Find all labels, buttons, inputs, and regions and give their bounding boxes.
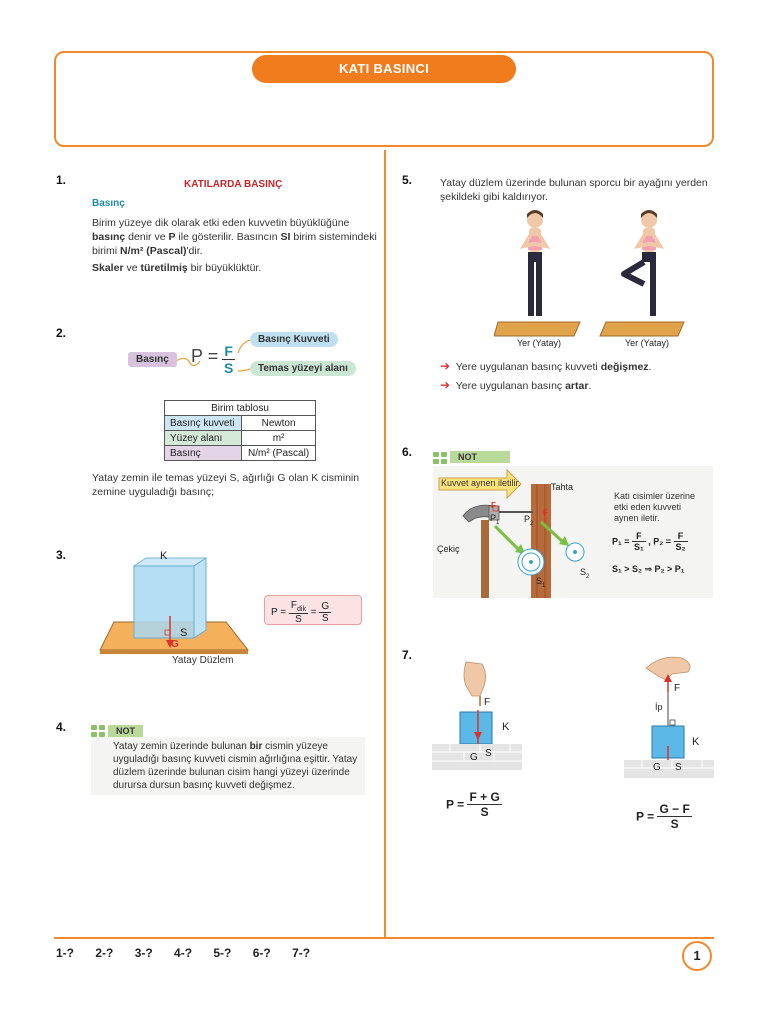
arrow-right-icon: ➔ xyxy=(440,359,451,373)
ground-left-label: Yer (Yatay) xyxy=(517,338,562,348)
right-g-label: G xyxy=(653,762,661,773)
footer-divider xyxy=(54,937,714,939)
question-number-6: 6. xyxy=(402,445,413,459)
k-label: K xyxy=(160,550,168,562)
s2-label: S2 xyxy=(580,567,590,580)
question-number-4: 4. xyxy=(56,720,67,734)
answer-item: 4-? xyxy=(174,946,193,960)
basinc-kuvveti-label: Basınç Kuvveti xyxy=(250,332,338,347)
g-label: G xyxy=(171,639,179,650)
not-icon xyxy=(91,724,107,742)
bullet-2: ➔ Yere uygulanan basınç artar. xyxy=(440,378,592,392)
s-label: S xyxy=(180,627,188,639)
question-number-1: 1. xyxy=(56,173,67,187)
question-number-3: 3. xyxy=(56,548,67,562)
temas-yuzeyi-label: Temas yüzeyi alanı xyxy=(250,361,356,376)
answer-item: 7-? xyxy=(292,946,311,960)
right-f-label: F xyxy=(674,683,681,694)
note-box-4 xyxy=(91,737,365,795)
question-number-5: 5. xyxy=(402,173,413,187)
column-divider xyxy=(384,150,386,938)
not-badge: NOT xyxy=(108,725,143,737)
formula-p-equals: P = xyxy=(191,346,219,366)
ground-right-label: Yer (Yatay) xyxy=(625,338,670,348)
page-number: 1 xyxy=(682,941,712,971)
hammer-nail-figure xyxy=(438,468,585,598)
subtitle-basinc: Basınç xyxy=(92,198,125,209)
question-number-2: 2. xyxy=(56,326,67,340)
k-box-on-plane-figure xyxy=(99,557,250,654)
p1-label: P1 xyxy=(490,513,500,526)
question-number-7: 7. xyxy=(402,648,413,662)
section-title: KATILARDA BASINÇ xyxy=(184,179,283,190)
right-k-label: K xyxy=(692,736,700,748)
s1-label: S1 xyxy=(536,576,546,589)
answer-item: 6-? xyxy=(252,946,271,960)
inequality: S₁ > S₂ ⇒ P₂ > P₁ xyxy=(612,564,685,574)
not-icon xyxy=(433,451,449,469)
scalar-text: Skaler ve türetilmiş bir büyüklüktür. xyxy=(92,262,262,274)
right-s-label: S xyxy=(675,762,682,773)
cekic-label: Çekiç xyxy=(437,544,460,554)
definition-line-2: basınç denir ve P ile gösterilir. Basınc… xyxy=(92,231,377,243)
answer-key: 1-? 2-? 3-? 4-? 5-? 6-? 7-? xyxy=(56,946,322,960)
definition-line-3: birimi N/m² (Pascal)'dir. xyxy=(92,245,203,257)
left-f-label: F xyxy=(484,697,491,708)
q2-text: Yatay zemin ile temas yüzeyi S, ağırlığı… xyxy=(92,472,360,498)
answer-item: 3-? xyxy=(134,946,153,960)
ip-label: İp xyxy=(655,702,663,712)
tahta-label: Tahta xyxy=(551,482,574,492)
left-g-label: G xyxy=(470,752,478,763)
f1-label: F xyxy=(491,501,496,510)
arrow-right-icon: ➔ xyxy=(440,378,451,392)
answer-item: 2-? xyxy=(95,946,114,960)
left-s-label: S xyxy=(485,748,492,759)
page-title: KATI BASINCI xyxy=(252,55,516,83)
basinc-label: Basınç xyxy=(128,352,177,367)
bullet-1: ➔ Yere uygulanan basınç kuvveti değişmez… xyxy=(440,359,652,373)
answer-item: 1-? xyxy=(56,946,74,960)
note-text-4: Yatay zemin üzerinde bulunan bir cismin … xyxy=(113,741,358,791)
arrow-label: Kuvvet aynen iletilir. xyxy=(441,478,521,488)
p2-label: P2 xyxy=(524,514,534,527)
note-text-6: Katı cisimler üzerine etki eden kuvveti … xyxy=(614,491,696,523)
left-k-label: K xyxy=(502,721,510,733)
unit-table-title: Birim tablosu xyxy=(164,400,316,416)
definition-paragraph: Birim yüzeye dik olarak etki eden kuvvet… xyxy=(92,216,382,258)
f2-label: F xyxy=(543,508,548,517)
not-badge: NOT xyxy=(450,451,510,463)
q5-text: Yatay düzlem üzerinde bulunan sporcu bir… xyxy=(440,177,708,203)
header-box xyxy=(54,51,714,147)
athlete-figures xyxy=(494,210,685,337)
pulling-hand-figure xyxy=(624,656,714,778)
answer-item: 5-? xyxy=(213,946,232,960)
pressing-hand-figure xyxy=(432,661,522,770)
definition-line-1: Birim yüzeye dik olarak etki eden kuvvet… xyxy=(92,217,350,229)
plane-label: Yatay Düzlem xyxy=(172,655,234,666)
